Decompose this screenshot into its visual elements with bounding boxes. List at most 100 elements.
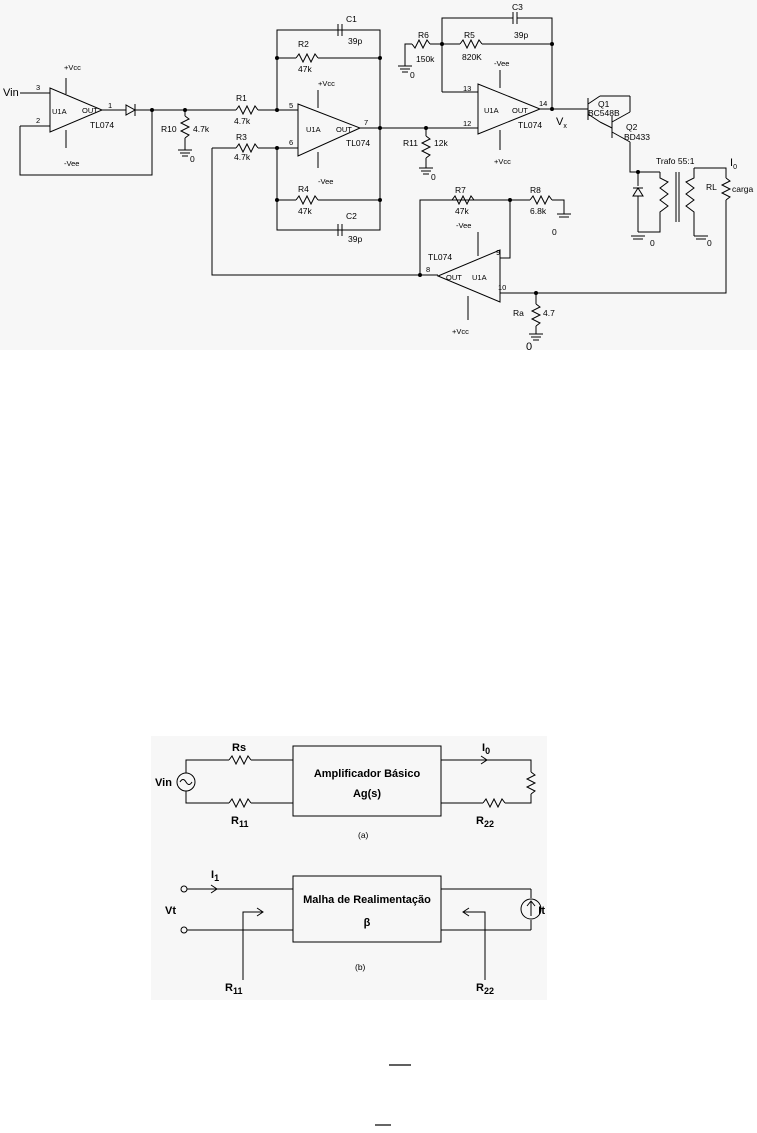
op3-out: OUT xyxy=(512,106,528,115)
op2-out: OUT xyxy=(336,125,352,134)
r2-name: R2 xyxy=(298,39,309,49)
op4-pin9: 9 xyxy=(496,248,500,257)
c1-name: C1 xyxy=(346,14,357,24)
opamp1-symbol xyxy=(49,87,104,133)
opamp3-symbol xyxy=(477,83,542,135)
r7-name: R7 xyxy=(455,185,466,195)
op1-model: TL074 xyxy=(90,120,114,130)
io-label-a: I0 xyxy=(482,742,490,756)
trafo-label: Trafo 55:1 xyxy=(656,156,695,166)
r6-resistor xyxy=(411,38,431,50)
r11-label-a: R11 xyxy=(231,815,248,829)
op2-pin7: 7 xyxy=(364,118,368,127)
r6-value: 150k xyxy=(416,54,435,64)
caption-b: (b) xyxy=(355,962,366,972)
opamp2-symbol xyxy=(297,103,362,157)
vin-label-a: Vin xyxy=(155,777,172,789)
r8-resistor xyxy=(529,194,553,206)
r11-resistor-a xyxy=(228,797,252,809)
op3-vcc: +Vcc xyxy=(494,157,511,166)
op2-pin6: 6 xyxy=(289,138,293,147)
op4-part: U1A xyxy=(472,273,487,282)
op4-vcc: +Vcc xyxy=(452,327,469,336)
r22-label-b: R22 xyxy=(476,982,494,996)
op3-pin12: 12 xyxy=(463,119,471,128)
r4-value: 47k xyxy=(298,206,312,216)
op3-pin14: 14 xyxy=(539,99,547,108)
r3-value: 4.7k xyxy=(234,152,251,162)
gnd-2: 0 xyxy=(431,172,436,182)
op1-vcc: +Vcc xyxy=(64,63,81,72)
amplifier-title: Amplificador Básico xyxy=(314,768,421,780)
op2-pin5: 5 xyxy=(289,101,293,110)
c2-value: 39p xyxy=(348,234,362,244)
r10-resistor xyxy=(179,115,191,139)
r2-value: 47k xyxy=(298,64,312,74)
q1-model: BC548B xyxy=(588,108,620,118)
tvs-diode xyxy=(632,187,644,197)
op4-pin8: 8 xyxy=(426,265,430,274)
op4-vee: -Vee xyxy=(456,221,471,230)
r8-value: 6.8k xyxy=(530,206,547,216)
r11-resistor xyxy=(420,135,432,159)
r1-value: 4.7k xyxy=(234,116,251,126)
q2-model: BD433 xyxy=(624,132,650,142)
ra-resistor xyxy=(530,303,542,327)
trafo-secondary xyxy=(685,168,695,236)
r2-resistor xyxy=(295,52,319,64)
r5-value: 820K xyxy=(462,52,482,62)
feedback-block xyxy=(292,875,442,943)
r10-value: 4.7k xyxy=(193,124,210,134)
op3-model: TL074 xyxy=(518,120,542,130)
c3-value: 39p xyxy=(514,30,528,40)
equation-fragments xyxy=(0,1050,757,1128)
ra-name: Ra xyxy=(513,308,524,318)
op4-out: OUT xyxy=(446,273,462,282)
gnd-6: 0 xyxy=(552,227,557,237)
r5-name: R5 xyxy=(464,30,475,40)
op4-pin10: 10 xyxy=(498,283,506,292)
load-resistor xyxy=(525,771,537,795)
r1-name: R1 xyxy=(236,93,247,103)
r8-name: R8 xyxy=(530,185,541,195)
r3-name: R3 xyxy=(236,132,247,142)
op2-model: TL074 xyxy=(346,138,370,148)
rl-resistor xyxy=(720,177,732,201)
diode-symbol xyxy=(125,104,137,116)
op1-pin3: 3 xyxy=(36,83,40,92)
c3-name: C3 xyxy=(512,2,523,12)
op3-pin13: 13 xyxy=(463,84,471,93)
io-label: I0 xyxy=(730,157,737,171)
r22-resistor-a xyxy=(482,797,506,809)
rs-resistor xyxy=(228,754,252,766)
rl-value: carga xyxy=(732,184,754,194)
r11-label-b: R11 xyxy=(225,982,242,996)
op2-vee: -Vee xyxy=(318,177,333,186)
r22-label-a: R22 xyxy=(476,815,494,829)
c1-value: 39p xyxy=(348,36,362,46)
r11-value: 12k xyxy=(434,138,448,148)
gnd-4: 0 xyxy=(650,238,655,248)
r5-resistor xyxy=(459,38,483,50)
opamp4-symbol xyxy=(436,249,501,303)
vt-label: Vt xyxy=(165,905,176,917)
c2-name: C2 xyxy=(346,211,357,221)
amplifier-gain: Ag(s) xyxy=(353,788,381,800)
r1-resistor xyxy=(235,104,259,116)
rs-label: Rs xyxy=(232,742,246,754)
op3-vee: -Vee xyxy=(494,59,509,68)
caption-a: (a) xyxy=(358,830,369,840)
gnd-5: 0 xyxy=(707,238,712,248)
current-source-icon xyxy=(520,898,542,920)
r10-name: R10 xyxy=(161,124,177,134)
op1-out: OUT xyxy=(82,106,98,115)
equation-bars-svg xyxy=(375,1064,411,1126)
r4-resistor xyxy=(295,194,319,206)
gnd-3: 0 xyxy=(410,70,415,80)
schematic-svg: Vin 3 2 U1A OUT TL074 +Vcc -Vee 1 R10 4.… xyxy=(3,2,754,353)
op3-part: U1A xyxy=(484,106,499,115)
op2-part: U1A xyxy=(306,125,321,134)
op1-vee: -Vee xyxy=(64,159,79,168)
amplifier-block xyxy=(292,745,442,817)
r11-name: R11 xyxy=(403,138,418,148)
